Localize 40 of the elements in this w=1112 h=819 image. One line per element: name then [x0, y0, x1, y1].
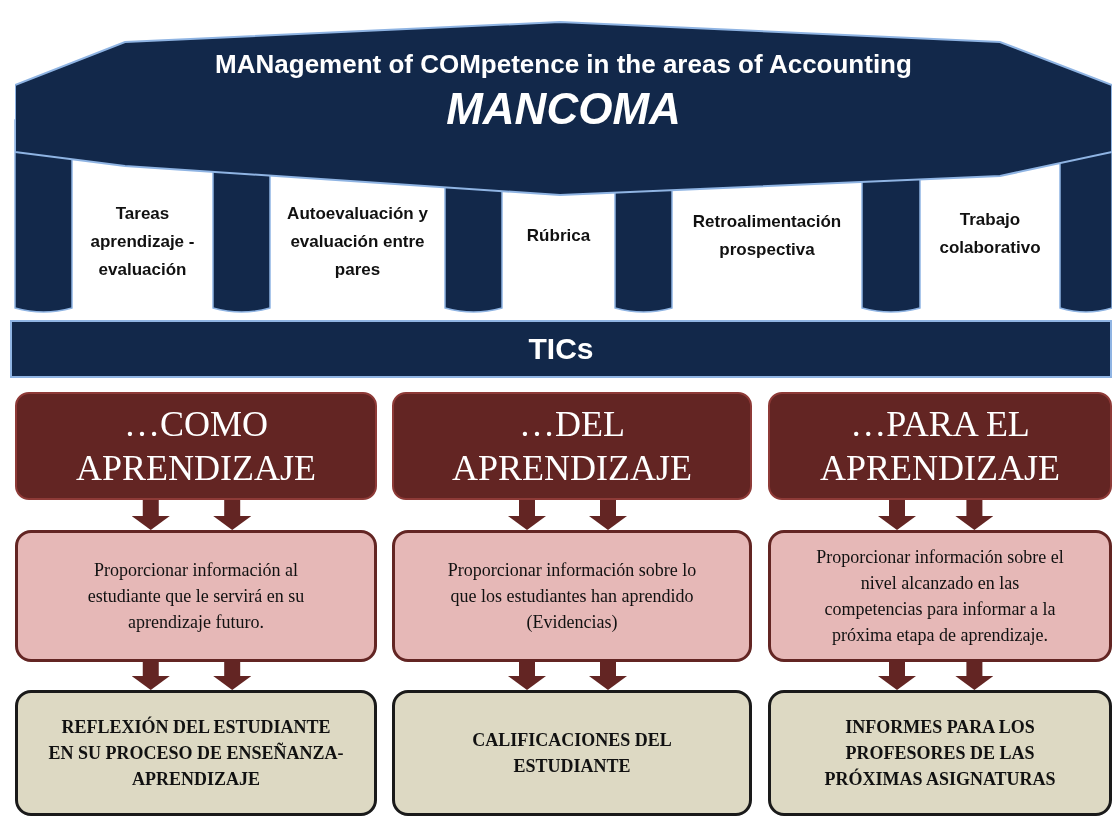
pillar-label: Retroalimentación prospectiva — [691, 211, 843, 261]
box-text: INFORMES PARA LOS PROFESORES DE LAS PRÓXIMAS ASIGNATURAS — [823, 716, 1057, 791]
arrow — [131, 662, 170, 690]
pillar-label: Tareas aprendizaje - evaluación — [89, 203, 196, 281]
description-box — [392, 530, 752, 662]
box-text: Proporcionar información al estudiante que le servirá en su aprendizaje futuro. — [86, 559, 306, 634]
header-box — [392, 392, 752, 500]
pillar-label: Trabajo colaborativo — [938, 209, 1042, 259]
box-text: REFLEXIÓN DEL ESTUDIANTE EN SU PROCESO DE ENSEÑANZA-APRENDIZAJE — [48, 715, 344, 791]
result-box — [392, 690, 752, 816]
arrow — [131, 500, 170, 530]
arrow — [878, 500, 916, 530]
box-text: …PARA EL APRENDIZAJE — [820, 403, 1060, 490]
header-box — [15, 392, 377, 500]
arrow — [589, 662, 627, 690]
box-text: …DEL APRENDIZAJE — [451, 403, 693, 490]
arrow — [955, 500, 994, 530]
arrow — [508, 662, 546, 690]
roof-banner — [15, 20, 1112, 198]
box-text: CALIFICACIONES DEL ESTUDIANTE — [471, 729, 673, 778]
subtitle-text: MANagement of COMpetence in the areas of Accounting — [215, 48, 912, 81]
base-bar — [10, 320, 1112, 378]
box-text: Proporcionar información sobre lo que los estudiantes han aprendido (Evidencias) — [446, 559, 698, 634]
arrow — [508, 500, 546, 530]
box-text: TICs — [528, 332, 594, 366]
result-box — [768, 690, 1112, 816]
box-text: Proporcionar información sobre el nivel alcanzado en las competencias para informar a la próxima etapa de aprendizaje. — [815, 546, 1065, 647]
title-text: MANCOMA — [446, 83, 681, 135]
box-text: …COMO APRENDIZAJE — [75, 403, 317, 490]
pillar-label: Rúbrica — [525, 225, 592, 247]
description-box — [15, 530, 377, 662]
arrow — [955, 662, 994, 690]
arrow — [878, 662, 916, 690]
result-box — [15, 690, 377, 816]
arrow — [213, 662, 252, 690]
pillar-label: Autoevaluación y evaluación entre pares — [286, 203, 429, 281]
description-box — [768, 530, 1112, 662]
header-box — [768, 392, 1112, 500]
arrow — [213, 500, 252, 530]
arrow — [589, 500, 627, 530]
